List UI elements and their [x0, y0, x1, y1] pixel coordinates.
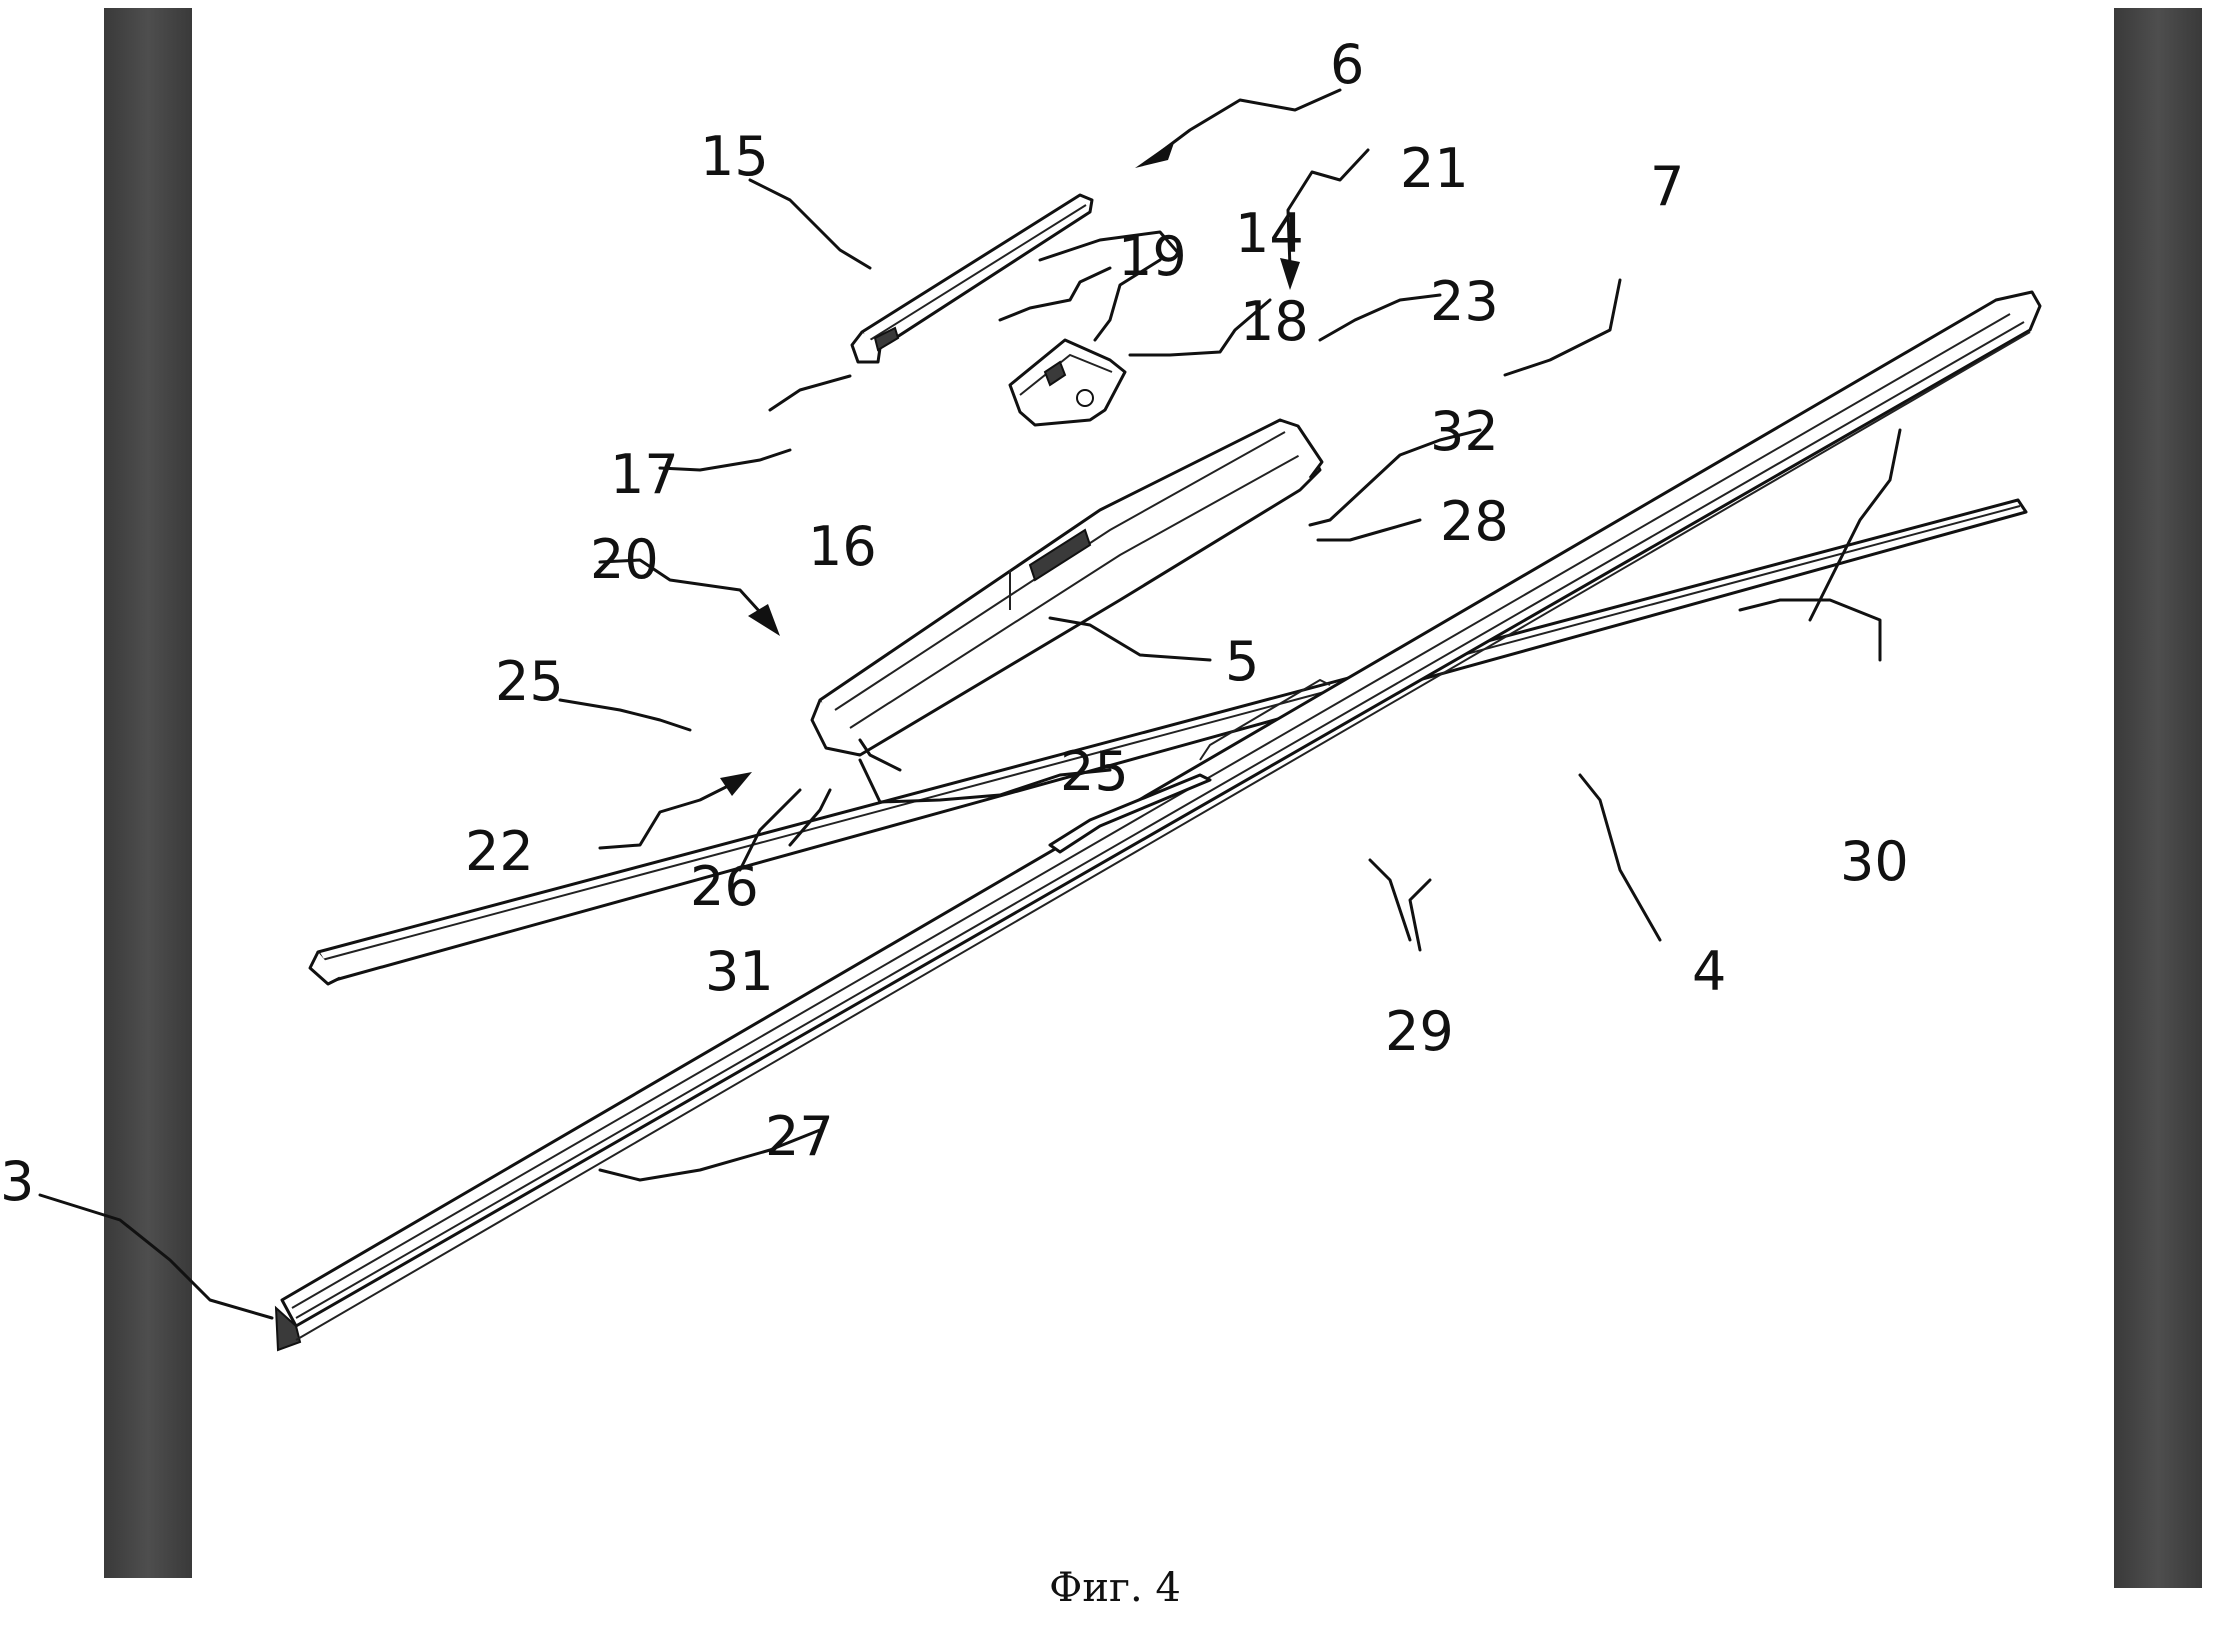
label-19: 19	[1118, 225, 1187, 288]
reference-numerals: 6 15 21 7 14 19 23 18 32 17 28 16 20 5 2…	[0, 33, 1909, 1213]
label-28: 28	[1440, 490, 1509, 553]
label-17: 17	[610, 443, 679, 506]
label-4: 4	[1692, 940, 1726, 1003]
clip-part	[1008, 338, 1127, 427]
label-18: 18	[1240, 290, 1309, 353]
label-29: 29	[1385, 1000, 1454, 1063]
label-7: 7	[1650, 155, 1684, 218]
spring-rail	[308, 498, 2028, 986]
leader-lines	[38, 178, 1902, 1320]
label-32: 32	[1430, 400, 1499, 463]
label-15: 15	[700, 125, 769, 188]
label-3: 3	[0, 1150, 34, 1213]
wiper-blade	[274, 290, 2042, 1352]
label-22: 22	[465, 820, 534, 883]
label-6: 6	[1330, 33, 1364, 96]
label-27: 27	[765, 1105, 834, 1168]
label-25-bottom: 25	[1060, 740, 1129, 803]
connector-element	[810, 418, 1324, 757]
right-side-bar	[2114, 8, 2202, 1588]
direction-arrows	[598, 88, 1370, 850]
label-30: 30	[1840, 830, 1909, 893]
label-16: 16	[808, 515, 877, 578]
label-26: 26	[690, 855, 759, 918]
figure-caption: Фиг. 4	[1049, 1565, 1181, 1611]
label-25-top: 25	[495, 650, 564, 713]
label-21: 21	[1400, 137, 1469, 200]
left-side-bar	[104, 8, 192, 1578]
label-5: 5	[1225, 630, 1259, 693]
label-31: 31	[705, 940, 774, 1003]
label-20: 20	[590, 528, 659, 591]
label-14: 14	[1235, 202, 1304, 265]
label-23: 23	[1430, 270, 1499, 333]
connection-piece	[850, 193, 1094, 364]
